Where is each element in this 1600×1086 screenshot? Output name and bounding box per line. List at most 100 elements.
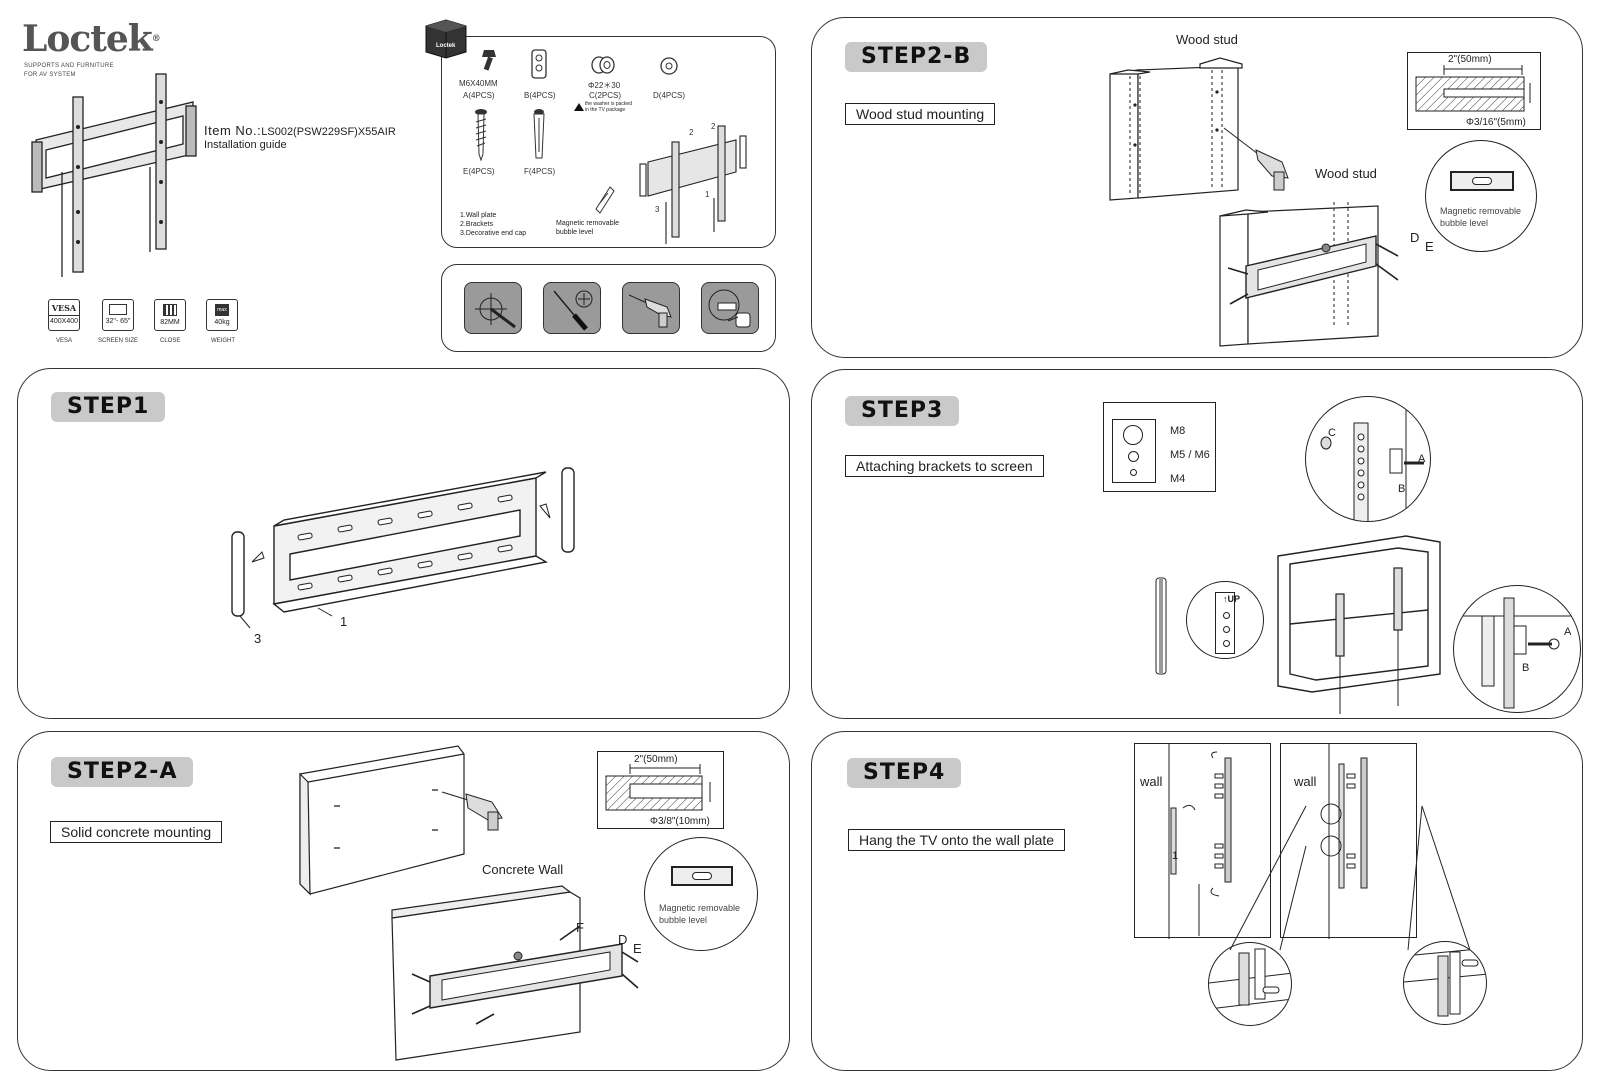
parts-callout: 2 <box>689 128 694 137</box>
step4-detail-circle-1 <box>1208 942 1292 1026</box>
hang-tv-illustration-2 <box>1320 744 1368 939</box>
part-c-size: Φ22＊30 <box>588 81 621 90</box>
washer-d-icon <box>660 57 678 75</box>
spec-screen-size: 32"- 65" <box>102 299 134 331</box>
step1-wall-plate-illustration <box>231 467 575 629</box>
anchor-f-icon <box>533 109 545 159</box>
tool-tape-measure <box>701 282 759 334</box>
drill-hole-diagram <box>1415 65 1531 112</box>
step2a-wall-plate-illustration <box>391 885 639 1061</box>
parts-panel <box>441 36 776 248</box>
step2b-stud-drilling-illustration <box>1109 57 1289 201</box>
step2b-callout-e: E <box>1425 239 1434 254</box>
screw-e-icon <box>475 109 487 162</box>
spec-close: 82MM <box>154 299 186 331</box>
step4-label: Hang the TV onto the wall plate <box>848 829 1066 851</box>
step4-wall-label-1: wall <box>1140 774 1163 789</box>
screw-size-chart: M8 M5 / M6 M4 <box>1103 402 1216 492</box>
bolt-a-icon <box>482 50 496 71</box>
step2b-callout-d: D <box>1410 230 1420 245</box>
item-number: Item No.:LS002(PSW229SF)X55AIR <box>204 123 396 139</box>
step3-callout-a: A <box>1418 453 1426 465</box>
parts-list-item: 1.Wall plate <box>460 212 497 219</box>
part-c-label: C(2PCS) <box>589 91 622 100</box>
part-d-label: D(4PCS) <box>653 91 686 100</box>
hook-engage-detail-1 <box>1209 948 1291 1010</box>
step3-detail-circle-top: C A B <box>1305 396 1431 522</box>
up-arrow-icon: ↑UP <box>1223 594 1241 604</box>
tape-measure-icon <box>708 289 751 328</box>
step2b-diameter: Φ3/16"(5mm) <box>1466 117 1526 128</box>
screwdriver-icon <box>553 290 593 331</box>
tools-panel <box>441 264 776 352</box>
brand-tagline: SUPPORTS AND FURNITURE FOR AV SYSTEM <box>24 63 114 78</box>
hook-engage-detail-2 <box>1404 947 1486 1017</box>
step3-tv-back-illustration <box>1277 535 1441 714</box>
step3-callout-c: C <box>1328 427 1336 439</box>
screw-size-m8: M8 <box>1170 425 1186 437</box>
step2a-callout-d: D <box>618 932 628 947</box>
step2a-callout-e: E <box>633 941 642 956</box>
brand-logo: Loctek® <box>22 18 161 60</box>
spacer-b-icon <box>531 49 547 79</box>
step2b-wall-plate-illustration <box>1219 202 1399 347</box>
screen-icon <box>109 304 127 315</box>
tool-pencil <box>464 282 522 334</box>
bubble-level-icon <box>595 186 615 214</box>
parts-list: 1.Wall plate 2.Brackets 3.Decorative end… <box>460 211 526 238</box>
step1-callout-3: 3 <box>254 631 262 646</box>
part-e-label: E(4PCS) <box>463 167 495 176</box>
step2b-depth: 2"(50mm) <box>1448 54 1492 65</box>
concrete-drill-hole-diagram <box>605 764 711 811</box>
hang-tv-illustration-1 <box>1168 744 1232 939</box>
step3-callout-b: B <box>1398 483 1406 495</box>
spec-weight-caption: WEIGHT <box>211 338 235 344</box>
drill-icon <box>628 294 672 328</box>
step1-badge: STEP1 <box>51 392 166 422</box>
m8-circle-icon <box>1123 425 1143 445</box>
spec-screen-caption: SCREEN SIZE <box>98 338 139 344</box>
bracket-bolt-detail <box>1320 397 1424 521</box>
part-a-size: M6X40MM <box>459 79 498 88</box>
box-brand: Loctek <box>436 43 456 49</box>
spec-vesa: VESA 400X400 <box>48 299 80 331</box>
spec-weight: max 40kg <box>206 299 238 331</box>
step2a-badge: STEP2-A <box>51 757 194 787</box>
step2b-label: Wood stud mounting <box>845 103 996 125</box>
part-f-label: F(4PCS) <box>524 167 556 176</box>
weight-icon: max <box>215 304 229 316</box>
step2a-diameter: Φ3/8"(10mm) <box>650 816 710 827</box>
tool-screwdriver <box>543 282 601 334</box>
part-a-label: A(4PCS) <box>463 91 495 100</box>
level-icon <box>671 866 733 886</box>
item-subtitle: Installation guide <box>204 139 287 151</box>
m6-circle-icon <box>1128 451 1139 462</box>
step4-frame-2 <box>1280 743 1417 939</box>
parts-callout: 2 <box>711 122 716 131</box>
step3-label: Attaching brackets to screen <box>845 455 1044 477</box>
step2a-wall-drilling-illustration <box>299 745 503 896</box>
parts-list-item: 3.Decorative end cap <box>460 230 527 237</box>
spec-vesa-caption: VESA <box>56 338 73 344</box>
brand-header: Loctek® SUPPORTS AND FURNITURE FOR AV SY… <box>22 18 422 348</box>
screw-size-m5-m6: M5 / M6 <box>1170 449 1210 461</box>
step2b-stud-label-1: Wood stud <box>1176 32 1238 47</box>
step3-up-detail: ↑UP <box>1186 581 1264 659</box>
step4-callout-1: 1 <box>1172 850 1179 862</box>
step2a-label: Solid concrete mounting <box>50 821 223 843</box>
profile-icon <box>163 304 177 316</box>
m4-circle-icon <box>1130 469 1137 476</box>
step4-detail-circle-2 <box>1403 941 1487 1025</box>
screw-size-inner <box>1112 419 1156 483</box>
step2b-badge: STEP2-B <box>845 42 988 72</box>
warning-icon <box>574 103 584 111</box>
screw-size-m4: M4 <box>1170 473 1186 485</box>
washer-c-icon <box>591 56 615 74</box>
level-icon <box>1450 171 1514 191</box>
pencil-icon <box>475 293 516 329</box>
